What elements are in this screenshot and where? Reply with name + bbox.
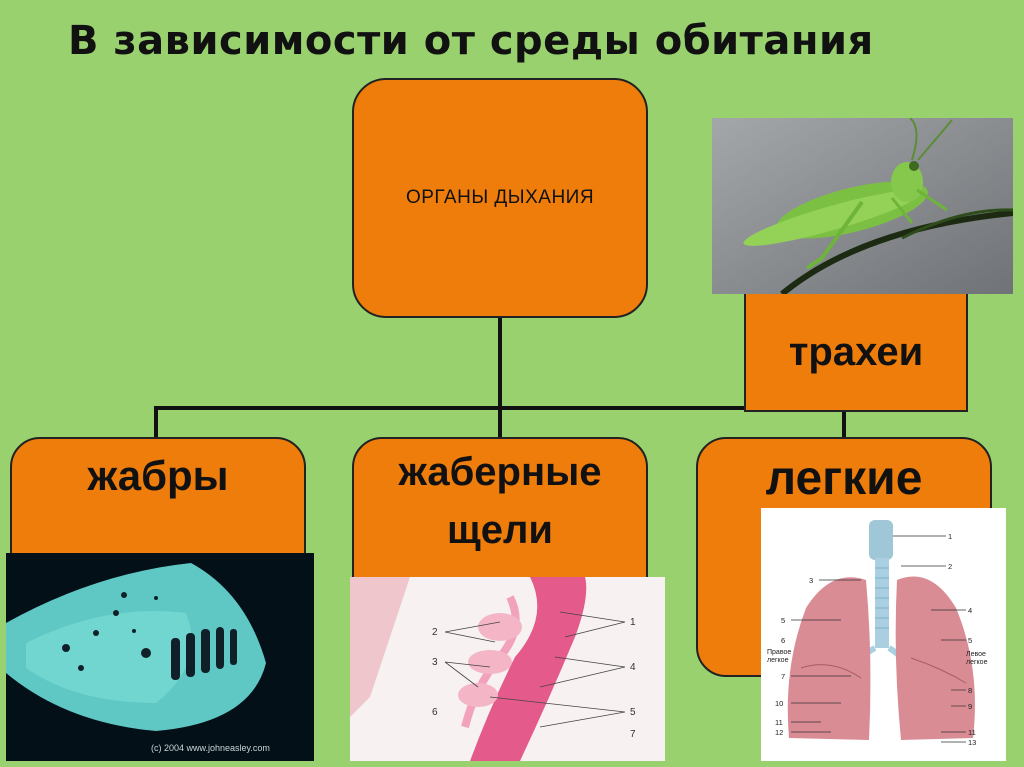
slits-num-1: 1 xyxy=(630,617,636,628)
lungs-num-9: 9 xyxy=(968,702,972,711)
page-title: В зависимости от среды обитания xyxy=(68,18,874,64)
slits-num-6: 6 xyxy=(432,707,438,718)
node-lungs-label: легкие xyxy=(765,452,923,505)
lungs-right-label-1: Правое xyxy=(767,649,791,656)
connector-lungs xyxy=(842,406,846,439)
grasshopper-photo xyxy=(712,118,1013,294)
lungs-anatomy-diagram: 1 2 3 4 5 5 6 7 8 9 10 11 11 12 13 Право… xyxy=(761,508,1006,761)
lungs-left-label-2: легкое xyxy=(966,659,988,666)
lungs-num-2: 2 xyxy=(948,562,952,571)
node-gill-slits-label-1: жаберные xyxy=(398,450,602,494)
slits-num-3: 3 xyxy=(432,657,438,668)
lungs-num-11: 11 xyxy=(775,718,783,727)
lungs-right-label-2: легкое xyxy=(767,657,789,664)
connector-root-vertical xyxy=(498,318,502,410)
root-label: ОРГАНЫ ДЫХАНИЯ xyxy=(405,187,595,208)
node-gill-slits-label-2: щели xyxy=(447,508,553,552)
connector-gills xyxy=(154,406,158,439)
lungs-num-8: 8 xyxy=(968,686,972,695)
gill-slits-histology-image: 1 2 3 4 5 6 7 xyxy=(350,577,665,761)
lungs-num-4: 4 xyxy=(968,606,972,615)
lungs-num-12: 12 xyxy=(775,728,783,737)
manta-caption: (c) 2004 www.johneasley.com xyxy=(151,743,270,753)
slits-num-7: 7 xyxy=(630,729,636,740)
lungs-num-11b: 11 xyxy=(968,728,976,737)
lungs-num-6: 6 xyxy=(781,636,785,645)
node-tracheae: трахеи xyxy=(744,292,968,412)
slits-num-2: 2 xyxy=(432,627,438,638)
slits-num-5: 5 xyxy=(630,707,636,718)
node-tracheae-label: трахеи xyxy=(788,329,924,374)
lungs-num-5: 5 xyxy=(781,616,785,625)
root-box-respiratory-organs: ОРГАНЫ ДЫХАНИЯ xyxy=(352,78,648,318)
lungs-left-label-1: Левое xyxy=(966,651,986,658)
lungs-num-1: 1 xyxy=(948,532,952,541)
lungs-num-7: 7 xyxy=(781,672,785,681)
lungs-num-13: 13 xyxy=(968,738,976,747)
lungs-num-3: 3 xyxy=(809,576,813,585)
slits-num-4: 4 xyxy=(630,662,636,673)
lungs-num-10: 10 xyxy=(775,699,783,708)
connector-slits xyxy=(498,406,502,439)
lungs-num-5b: 5 xyxy=(968,636,972,645)
manta-ray-photo: (c) 2004 www.johneasley.com xyxy=(6,553,314,761)
node-gills-label: жабры xyxy=(87,452,229,499)
